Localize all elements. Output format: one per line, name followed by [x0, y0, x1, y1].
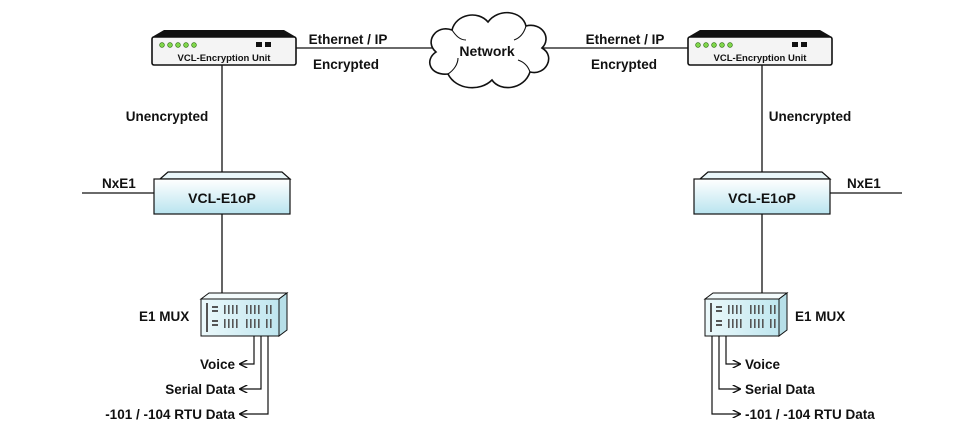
arrow-left-icon	[240, 336, 262, 389]
left-mux-device	[199, 292, 289, 337]
left-output-serial: Serial Data	[165, 382, 235, 397]
arrow-right-icon	[711, 336, 740, 414]
rack-mux-icon	[704, 298, 780, 337]
network-label: Network	[459, 43, 514, 59]
right-nxe1-label: NxE1	[847, 176, 881, 191]
right-encryption-unit: VCL-Encryption Unit	[687, 30, 833, 66]
right-output-lines	[711, 336, 740, 414]
e1op-label: VCL-E1oP	[728, 190, 796, 206]
left-link-state: Encrypted	[313, 57, 379, 72]
left-mux-label: E1 MUX	[139, 309, 189, 324]
right-output-serial: Serial Data	[745, 382, 815, 397]
encryption-unit-label: VCL-Encryption Unit	[178, 53, 272, 64]
rack-mux-icon	[200, 298, 280, 337]
arrow-right-icon	[718, 336, 740, 389]
left-nxe1-label: NxE1	[102, 176, 136, 191]
arrow-left-icon	[240, 336, 255, 364]
right-link-state: Encrypted	[591, 57, 657, 72]
ethernet-port-icon	[256, 42, 271, 47]
left-output-rtu: -101 / -104 RTU Data	[105, 407, 235, 422]
arrow-left-icon	[240, 336, 269, 414]
right-output-voice: Voice	[745, 357, 781, 372]
right-output-rtu: -101 / -104 RTU Data	[745, 407, 875, 422]
encryption-unit-label: VCL-Encryption Unit	[714, 53, 808, 64]
e1op-label: VCL-E1oP	[188, 190, 256, 206]
status-leds	[695, 42, 733, 48]
network-cloud: Network	[428, 11, 550, 89]
left-link-protocol: Ethernet / IP	[309, 32, 388, 47]
right-mux-label: E1 MUX	[795, 309, 845, 324]
left-e1op-device: VCL-E1oP	[153, 171, 292, 215]
left-output-lines	[240, 336, 269, 414]
arrow-right-icon	[725, 336, 740, 364]
ethernet-port-icon	[792, 42, 807, 47]
left-output-voice: Voice	[200, 357, 236, 372]
right-link-protocol: Ethernet / IP	[586, 32, 665, 47]
right-e1op-device: VCL-E1oP	[693, 171, 832, 215]
status-leds	[159, 42, 197, 48]
right-mux-device	[703, 292, 789, 337]
left-unencrypted-label: Unencrypted	[126, 109, 209, 124]
left-encryption-unit: VCL-Encryption Unit	[151, 30, 297, 66]
connection-lines	[82, 47, 902, 293]
right-unencrypted-label: Unencrypted	[769, 109, 852, 124]
